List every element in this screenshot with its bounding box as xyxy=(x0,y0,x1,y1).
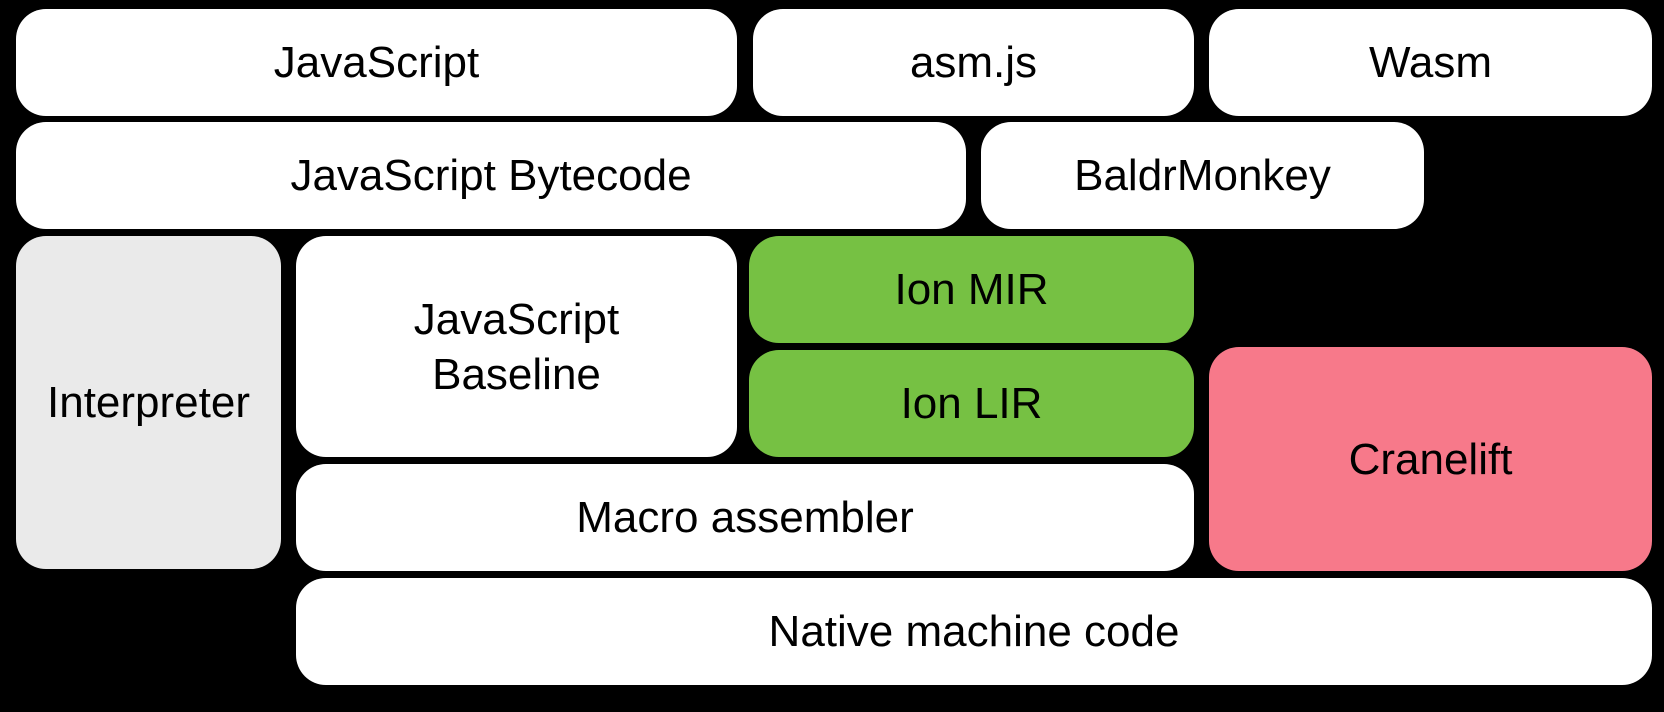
node-macro-assembler: Macro assembler xyxy=(296,464,1194,571)
node-cranelift-label: Cranelift xyxy=(1348,434,1513,484)
node-baldrmonkey-label: BaldrMonkey xyxy=(1074,151,1331,200)
node-javascript-baseline-label: JavaScript Baseline xyxy=(413,294,620,399)
node-asmjs: asm.js xyxy=(753,9,1194,116)
node-ion-mir-label: Ion MIR xyxy=(894,265,1049,314)
node-asmjs-label: asm.js xyxy=(909,38,1038,87)
node-javascript-label: JavaScript xyxy=(273,38,480,87)
node-cranelift: Cranelift xyxy=(1209,347,1652,571)
node-ion-lir-label: Ion LIR xyxy=(900,379,1043,428)
node-ion-lir: Ion LIR xyxy=(749,350,1194,457)
node-interpreter-label: Interpreter xyxy=(47,378,250,427)
node-javascript: JavaScript xyxy=(16,9,737,116)
node-wasm: Wasm xyxy=(1209,9,1652,116)
node-javascript-baseline: JavaScript Baseline xyxy=(296,236,737,457)
node-interpreter: Interpreter xyxy=(16,236,281,569)
node-wasm-label: Wasm xyxy=(1368,38,1493,87)
node-native-machine-code-label: Native machine code xyxy=(768,607,1180,656)
node-native-machine-code: Native machine code xyxy=(296,578,1652,685)
node-javascript-bytecode-label: JavaScript Bytecode xyxy=(290,151,692,200)
node-ion-mir: Ion MIR xyxy=(749,236,1194,343)
node-macro-assembler-label: Macro assembler xyxy=(576,493,914,542)
node-javascript-bytecode: JavaScript Bytecode xyxy=(16,122,966,229)
node-baldrmonkey: BaldrMonkey xyxy=(981,122,1424,229)
